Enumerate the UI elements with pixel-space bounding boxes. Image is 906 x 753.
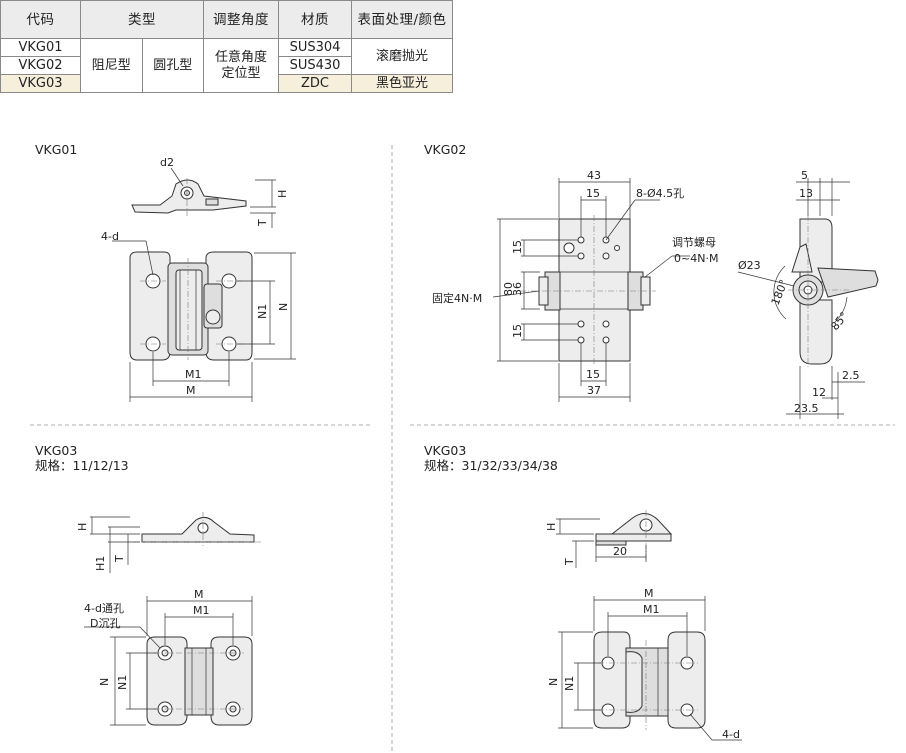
spec-table: 代码 类型 调整角度 材质 表面处理/颜色 VKG01 阻尼型 圆孔型 任意角度… bbox=[0, 0, 453, 93]
dim-23-5: 23.5 bbox=[794, 402, 819, 415]
material-cell: SUS430 bbox=[278, 56, 352, 75]
vkg03-small-front-view bbox=[84, 596, 253, 726]
vkg01-title: VKG01 bbox=[35, 142, 78, 157]
vkg01-front-view bbox=[112, 240, 296, 402]
dim-15-bot: 15 bbox=[586, 368, 600, 381]
dim-M: M bbox=[644, 587, 654, 600]
dim-H1: H1 bbox=[94, 556, 107, 571]
dim-13: 13 bbox=[799, 187, 813, 200]
vkg03-large-side-view bbox=[556, 510, 673, 568]
finish-cell: 黑色亚光 bbox=[351, 74, 453, 93]
vkg01-side-view bbox=[131, 167, 276, 228]
angle-cell: 任意角度定位型 bbox=[203, 38, 279, 93]
dim-M1: M1 bbox=[193, 604, 210, 617]
dim-180-deg: 180° bbox=[769, 278, 791, 307]
dim-dia23: Ø23 bbox=[738, 259, 761, 272]
code-cell: VKG02 bbox=[0, 56, 81, 75]
dim-15-top: 15 bbox=[586, 187, 600, 200]
dim-N: N bbox=[547, 678, 560, 686]
dim-15b: 15 bbox=[511, 324, 524, 338]
dim-37: 37 bbox=[587, 384, 601, 397]
hole-note-through: 4-d通孔 bbox=[84, 602, 124, 615]
dim-H: H bbox=[276, 190, 289, 198]
dim-N1: N1 bbox=[116, 675, 129, 690]
dim-N: N bbox=[277, 303, 290, 311]
dim-T: T bbox=[563, 558, 576, 566]
screw-note: 调节螺母 bbox=[672, 236, 716, 249]
vkg02-front-view bbox=[492, 178, 690, 402]
dim-5: 5 bbox=[801, 169, 808, 182]
vkg03-small-side-view bbox=[90, 512, 262, 573]
header-finish: 表面处理/颜色 bbox=[351, 0, 453, 39]
vkg02-title: VKG02 bbox=[424, 142, 467, 157]
dim-M: M bbox=[194, 588, 204, 601]
vkg02-side-view bbox=[737, 178, 879, 419]
vkg03-large-spec: 规格：31/32/33/34/38 bbox=[424, 458, 558, 473]
code-cell: VKG03 bbox=[0, 74, 81, 93]
dim-12: 12 bbox=[812, 386, 826, 399]
dim-N1: N1 bbox=[563, 676, 576, 691]
hole-note: 8-Ø4.5孔 bbox=[636, 187, 684, 200]
vkg03-large-title: VKG03 bbox=[424, 443, 467, 458]
dim-M1: M1 bbox=[643, 603, 660, 616]
dim-T: T bbox=[113, 555, 126, 563]
fix-torque-note: 固定4N·M bbox=[432, 291, 482, 305]
dim-15a: 15 bbox=[511, 240, 524, 254]
angle-line: 任意角度 bbox=[214, 49, 267, 65]
type-cell: 阻尼型 bbox=[80, 38, 143, 93]
dim-H: H bbox=[76, 523, 89, 531]
dim-T: T bbox=[256, 219, 269, 227]
hole-note-counterbore: D沉孔 bbox=[90, 617, 120, 630]
dim-M1: M1 bbox=[185, 368, 202, 381]
vkg03-large-front-view bbox=[558, 596, 742, 741]
dim-N: N bbox=[98, 678, 111, 686]
vkg03-small-spec: 规格：11/12/13 bbox=[35, 458, 129, 473]
dim-N1: N1 bbox=[256, 304, 269, 319]
dim-36: 36 bbox=[511, 282, 524, 296]
angle-line: 定位型 bbox=[221, 65, 261, 81]
dim-80: 80 bbox=[502, 282, 515, 296]
finish-cell: 滚磨抛光 bbox=[351, 38, 453, 75]
header-code: 代码 bbox=[0, 0, 81, 39]
dim-4d: 4-d bbox=[722, 728, 740, 741]
torque-note: 0~4N·M bbox=[674, 252, 718, 265]
dim-d2: d2 bbox=[160, 156, 174, 169]
type-cell: 圆孔型 bbox=[141, 38, 204, 93]
vkg03-small-title: VKG03 bbox=[35, 443, 78, 458]
dim-H: H bbox=[545, 523, 558, 531]
dim-M: M bbox=[186, 384, 196, 397]
dim-43: 43 bbox=[587, 169, 601, 182]
dim-4d: 4-d bbox=[101, 230, 119, 243]
material-cell: ZDC bbox=[278, 74, 352, 93]
dim-20: 20 bbox=[613, 545, 627, 558]
dim-2-5: 2.5 bbox=[842, 369, 860, 382]
